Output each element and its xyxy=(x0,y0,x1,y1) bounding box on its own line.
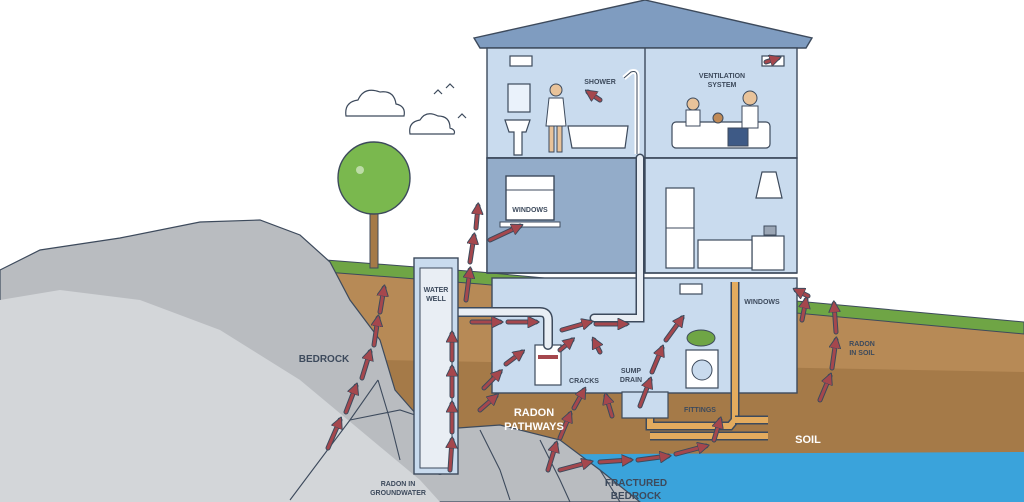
radon-arrow-icon xyxy=(558,340,572,352)
radon-arrow-icon xyxy=(466,270,470,302)
radon-arrow-icon xyxy=(588,92,602,100)
family-icon xyxy=(671,90,771,149)
range-hood-icon xyxy=(755,171,783,199)
radon-arrow-icon xyxy=(664,318,682,342)
label-radon-groundwater-2: GROUNDWATER xyxy=(370,490,426,497)
radon-arrow-icon xyxy=(764,58,778,62)
radon-arrow-icon xyxy=(478,396,496,412)
boiler-icon xyxy=(534,344,562,386)
label-ventilation-1: VENTILATION xyxy=(699,73,745,80)
radon-arrow-icon xyxy=(796,290,810,296)
window-frame xyxy=(505,175,555,221)
label-fittings: FITTINGS xyxy=(684,407,716,414)
radon-arrow-icon xyxy=(572,390,584,410)
radon-arrow-icon xyxy=(374,318,378,347)
label-bedrock: BEDROCK xyxy=(299,354,350,365)
radon-arrow-icon xyxy=(326,420,340,450)
label-water-well-1: WATER xyxy=(424,287,449,294)
label-windows-lower: WINDOWS xyxy=(744,299,780,306)
radon-arrow-icon xyxy=(488,226,520,242)
radon-arrow-icon xyxy=(380,288,384,314)
sump-pit xyxy=(621,391,669,419)
radon-arrows xyxy=(325,58,836,473)
label-cracks: CRACKS xyxy=(569,378,599,385)
label-soil: SOIL xyxy=(795,434,821,446)
bathtub-icon xyxy=(567,125,629,149)
radon-arrow-icon xyxy=(594,340,600,354)
radon-arrow-icon xyxy=(818,376,830,402)
radon-arrow-icon xyxy=(504,352,522,366)
label-radon-pathways-2: PATHWAYS xyxy=(504,421,564,433)
label-shower: SHOWER xyxy=(584,79,616,86)
label-radon-in-soil-2: IN SOIL xyxy=(849,350,875,357)
radon-arrow-icon xyxy=(832,340,836,370)
vent-icon xyxy=(509,55,533,67)
label-fractured-bedrock-2: BEDROCK xyxy=(611,491,662,502)
radon-arrow-icon xyxy=(802,300,806,322)
radon-arrow-icon xyxy=(638,380,650,408)
label-radon-groundwater-1: RADON IN xyxy=(381,481,416,488)
radon-arrow-icon xyxy=(558,462,590,472)
radon-arrow-icon xyxy=(476,206,478,230)
radon-arrow-icon xyxy=(560,322,590,332)
stove-icon xyxy=(751,235,785,271)
radon-arrow-icon xyxy=(360,352,370,380)
person-showering xyxy=(545,83,567,153)
label-sump-drain-2: DRAIN xyxy=(620,377,642,384)
label-fractured-bedrock-1: FRACTURED xyxy=(605,478,667,489)
radon-arrow-icon xyxy=(650,348,662,374)
radon-arrow-icon xyxy=(598,460,630,462)
radon-arrow-icon xyxy=(558,414,570,440)
radon-arrow-icon xyxy=(636,456,668,460)
label-water-well-2: WELL xyxy=(426,296,447,303)
radon-arrow-icon xyxy=(674,446,706,456)
radon-arrow-icon xyxy=(606,396,612,418)
bird-icon xyxy=(433,83,467,119)
vent-icon xyxy=(679,283,703,295)
label-radon-in-soil-1: RADON xyxy=(849,341,875,348)
label-sump-drain-1: SUMP xyxy=(621,368,642,375)
tree-icon xyxy=(337,141,411,269)
radon-arrow-icon xyxy=(546,444,556,472)
radon-arrow-icon xyxy=(714,420,720,442)
label-radon-pathways-1: RADON xyxy=(514,407,554,419)
sink-icon xyxy=(504,119,531,156)
radon-arrow-icon xyxy=(834,304,836,334)
mirror xyxy=(507,83,531,113)
label-windows-upper: WINDOWS xyxy=(512,207,548,214)
roof xyxy=(472,0,814,49)
radon-arrow-icon xyxy=(344,386,356,414)
radon-arrow-icon xyxy=(470,236,474,264)
cloud-icon xyxy=(345,89,456,135)
label-ventilation-2: SYSTEM xyxy=(708,82,737,89)
radon-arrow-icon xyxy=(482,372,500,390)
radon-arrow-icon xyxy=(450,440,452,472)
